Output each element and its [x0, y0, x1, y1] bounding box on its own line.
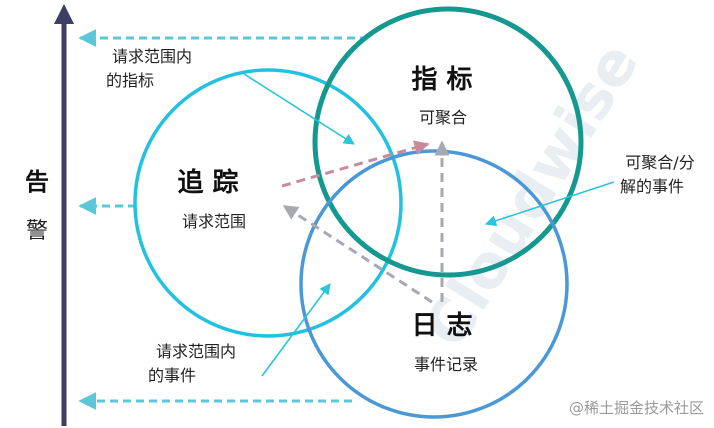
note-top-left-line1: 请求范围内 — [112, 47, 192, 66]
note-top-left-line2: 的指标 — [106, 71, 154, 90]
tracing-subtitle: 请求范围 — [182, 212, 246, 231]
axis-label-line2: 警 — [26, 219, 48, 244]
alert-axis-arrowhead — [54, 4, 74, 24]
tracing-title: 追 踪 — [177, 167, 238, 198]
note-bottom-left-line1: 请求范围内 — [156, 342, 236, 361]
axis-label-line1: 告 — [25, 168, 49, 196]
logging-title: 日 志 — [411, 311, 472, 341]
note-right-arrow — [484, 181, 615, 227]
note-right-line1: 可聚合/分 — [625, 153, 694, 172]
note-bottom-left-arrow — [261, 283, 331, 377]
logging-subtitle: 事件记录 — [414, 355, 478, 374]
note-right-line2: 解的事件 — [620, 177, 684, 196]
note-top-left-arrow — [243, 73, 355, 145]
metrics-circle — [312, 6, 584, 278]
note-bottom-left-line2: 的事件 — [148, 366, 196, 385]
tracing-to-metrics-arrow — [281, 140, 430, 188]
tracing-circle — [133, 68, 403, 338]
site-watermark: @稀土掘金技术社区 — [569, 399, 704, 417]
metrics-title: 指 标 — [411, 65, 472, 95]
metrics-subtitle: 可聚合 — [419, 108, 467, 127]
logging-circle — [299, 149, 569, 419]
